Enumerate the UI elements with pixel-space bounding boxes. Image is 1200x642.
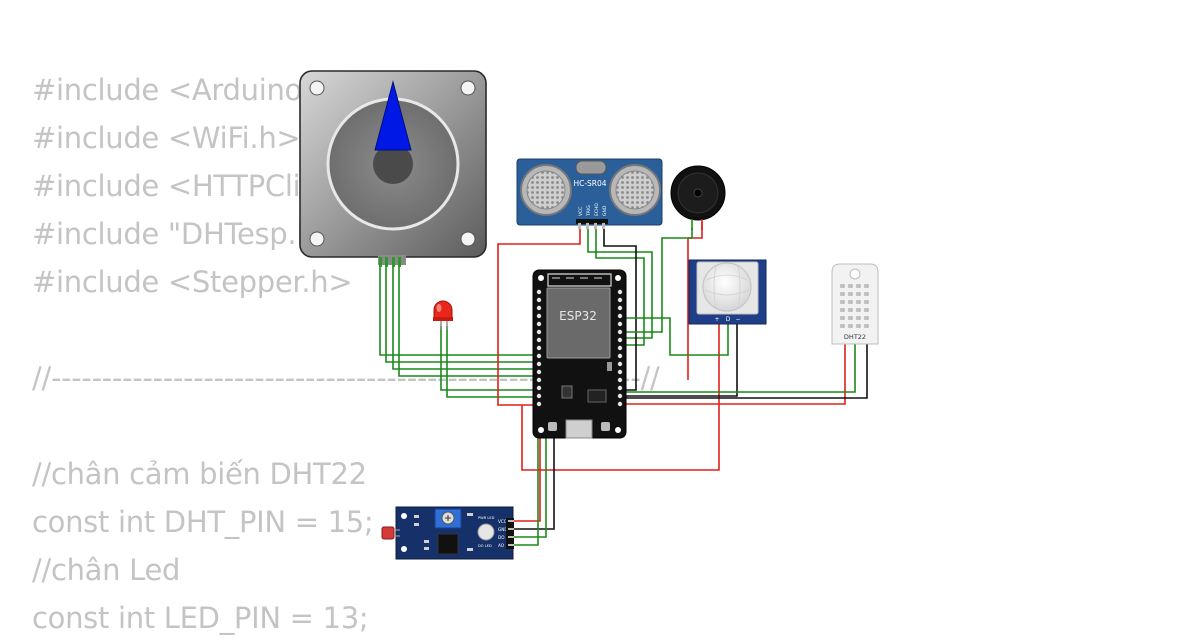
stepper-motor[interactable]	[299, 70, 487, 267]
mount-hole-icon	[460, 231, 476, 247]
wire-ldr-vcc[interactable]	[512, 412, 541, 522]
wire-pir-out[interactable]	[620, 317, 729, 356]
wire-ultrasonic-vcc[interactable]	[497, 222, 581, 406]
wire-buzzer-neg[interactable]	[620, 228, 693, 333]
pir-pin-label: −	[735, 316, 740, 323]
motor-pointer-icon	[374, 80, 412, 151]
dht22-sensor[interactable]: DHT22	[831, 263, 879, 345]
ldr-pin-label: DO	[498, 535, 505, 540]
mount-hole-icon	[309, 80, 325, 96]
code-line: //chân Led	[32, 553, 181, 587]
pir-motion-sensor[interactable]: + D −	[688, 259, 767, 325]
buzzer[interactable]	[670, 165, 726, 230]
wire-ldr-do[interactable]	[512, 412, 547, 538]
wires	[379, 222, 868, 546]
wire-stepper-3[interactable]	[392, 262, 538, 370]
esp32-label: ESP32	[559, 309, 597, 323]
ldr-pin-label: GND	[498, 527, 508, 532]
mount-hole-icon	[460, 80, 476, 96]
esp32-board[interactable]: ESP32	[532, 269, 627, 439]
ldr-pin-label: VCC	[498, 519, 507, 524]
wire-stepper-2[interactable]	[385, 262, 538, 363]
wire-dht-vcc[interactable]	[556, 344, 846, 405]
code-line: const int DHT_PIN = 15;	[32, 505, 374, 539]
wire-dht-gnd[interactable]	[620, 344, 868, 399]
code-line: #include <Stepper.h>	[32, 265, 353, 299]
ultrasonic-pin-label: GND	[602, 205, 608, 216]
wire-led-cathode[interactable]	[446, 326, 538, 398]
ultrasonic-sensor[interactable]: HC-SR04 VCC TRIG ECHO GND	[516, 158, 663, 229]
pir-pin-label: D	[726, 316, 731, 323]
dht-grille	[840, 284, 869, 328]
code-line: const int LED_PIN = 13;	[32, 601, 369, 635]
wire-ultrasonic-gnd[interactable]	[603, 222, 637, 391]
red-led[interactable]	[433, 300, 453, 330]
ultrasonic-pin-label: ECHO	[594, 203, 600, 216]
code-line: //chân cảm biến DHT22	[32, 457, 367, 491]
ldr-pin-label: AO	[498, 543, 505, 548]
dht-label: DHT22	[844, 333, 866, 341]
wire-pir-gnd[interactable]	[620, 322, 738, 397]
wire-led-anode[interactable]	[440, 326, 538, 391]
wire-dht-data[interactable]	[620, 344, 856, 393]
mount-hole-icon	[309, 231, 325, 247]
ldr-led-label: DO LED	[478, 544, 492, 548]
code-line: #include <WiFi.h>	[32, 121, 301, 155]
ldr-led-label: PWR LED	[478, 516, 495, 520]
pir-pin-label: +	[714, 316, 719, 323]
wire-stepper-4[interactable]	[398, 262, 538, 377]
ultrasonic-pin-label: VCC	[578, 207, 584, 216]
wire-ldr-gnd[interactable]	[512, 412, 555, 530]
wire-ultrasonic-trig[interactable]	[587, 222, 653, 339]
wire-ldr-ao[interactable]	[512, 412, 539, 546]
esp32-pin-headers	[536, 289, 623, 407]
wire-stepper-1[interactable]	[379, 262, 538, 356]
ldr-sensor-module[interactable]: PWR LED DO LED VCC GND DO AO	[381, 506, 514, 560]
ultrasonic-label: HC-SR04	[573, 179, 606, 188]
ultrasonic-pin-label: TRIG	[586, 205, 592, 217]
